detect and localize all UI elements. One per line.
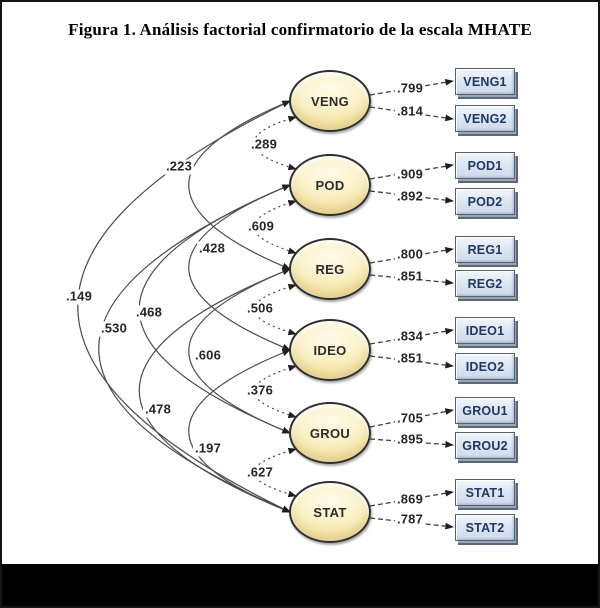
bottom-black-bar bbox=[2, 564, 598, 606]
indicator-box-veng1: VENG1 bbox=[455, 68, 515, 95]
correlation-arc-veng-pod bbox=[253, 115, 297, 171]
correlation-label-reg-stat: .478 bbox=[142, 401, 174, 418]
correlation-label-ideo-stat: .197 bbox=[192, 440, 224, 457]
factor-ellipse-stat: STAT bbox=[289, 481, 371, 543]
correlation-label-reg-ideo: .506 bbox=[244, 300, 276, 317]
correlation-label-pod-ideo: .428 bbox=[196, 240, 228, 257]
indicator-box-pod2: POD2 bbox=[455, 188, 515, 215]
indicator-box-grou1: GROU1 bbox=[455, 397, 515, 424]
correlation-arc-reg-grou bbox=[188, 268, 291, 434]
loading-label-reg1: .800 bbox=[394, 246, 426, 263]
loading-label-ideo1: .834 bbox=[394, 328, 426, 345]
loading-label-grou2: .895 bbox=[394, 431, 426, 448]
loading-label-stat1: .869 bbox=[394, 491, 426, 508]
figure-title: Figura 1. Análisis factorial confirmator… bbox=[68, 20, 532, 39]
loading-label-stat2: .787 bbox=[394, 511, 426, 528]
indicator-box-grou2: GROU2 bbox=[455, 432, 515, 459]
factor-ellipse-grou: GROU bbox=[289, 402, 371, 464]
correlation-label-veng-reg: .223 bbox=[163, 158, 195, 175]
correlation-arc-veng-reg bbox=[188, 100, 291, 270]
correlation-label-grou-stat: .627 bbox=[244, 464, 276, 481]
correlation-label-pod-stat: .530 bbox=[98, 320, 130, 337]
factor-ellipse-veng: VENG bbox=[289, 70, 371, 132]
correlation-label-ideo-grou: .376 bbox=[244, 382, 276, 399]
loading-label-ideo2: .851 bbox=[394, 350, 426, 367]
loading-label-pod2: .892 bbox=[394, 188, 426, 205]
correlation-label-pod-reg: .609 bbox=[245, 218, 277, 235]
indicator-box-ideo2: IDEO2 bbox=[455, 353, 515, 380]
indicator-box-stat1: STAT1 bbox=[455, 479, 515, 506]
correlation-label-veng-pod: .289 bbox=[248, 136, 280, 153]
correlation-arc-pod-stat bbox=[98, 184, 291, 513]
loading-label-grou1: .705 bbox=[394, 410, 426, 427]
correlation-arc-pod-reg bbox=[253, 199, 297, 255]
loading-label-reg2: .851 bbox=[394, 268, 426, 285]
correlation-label-reg-grou: .606 bbox=[192, 347, 224, 364]
indicator-box-reg2: REG2 bbox=[455, 270, 515, 297]
loading-label-pod1: .909 bbox=[394, 166, 426, 183]
correlation-label-pod-grou: .468 bbox=[133, 304, 165, 321]
indicator-box-ideo1: IDEO1 bbox=[455, 317, 515, 344]
correlation-label-veng-stat: .149 bbox=[63, 288, 95, 305]
factor-ellipse-ideo: IDEO bbox=[289, 319, 371, 381]
correlation-arc-pod-ideo bbox=[188, 184, 291, 351]
loading-label-veng1: .799 bbox=[394, 80, 426, 97]
loading-label-veng2: .814 bbox=[394, 103, 426, 120]
indicator-box-pod1: POD1 bbox=[455, 152, 515, 179]
factor-ellipse-reg: REG bbox=[289, 238, 371, 300]
indicator-box-reg1: REG1 bbox=[455, 236, 515, 263]
correlation-arc-ideo-stat bbox=[188, 349, 291, 513]
factor-ellipse-pod: POD bbox=[289, 154, 371, 216]
indicator-box-stat2: STAT2 bbox=[455, 514, 515, 541]
indicator-box-veng2: VENG2 bbox=[455, 105, 515, 132]
